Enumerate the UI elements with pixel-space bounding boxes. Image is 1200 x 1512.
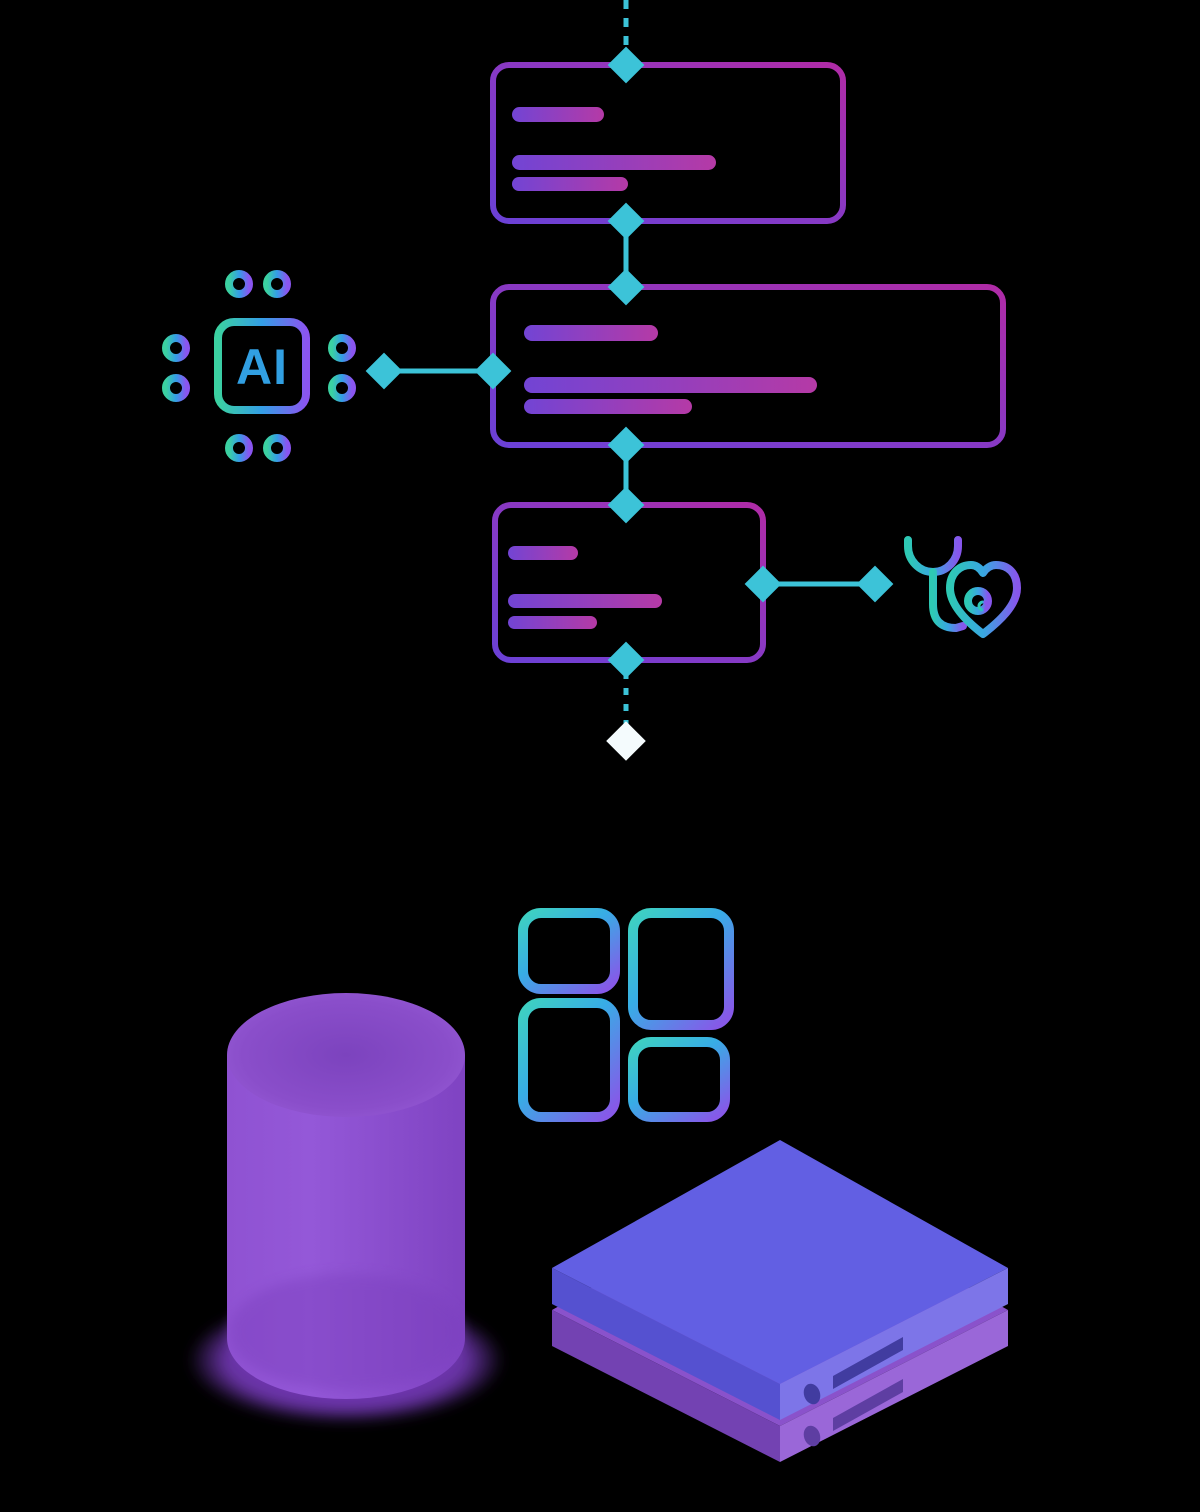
stethoscope-heart-icon [901, 515, 1021, 638]
stethoscope-u-tube [904, 536, 962, 576]
connector-diamonds [365, 46, 894, 679]
server-top-screw-hole [803, 1383, 821, 1405]
server-bottom-screw-hole [803, 1425, 821, 1447]
node3-line-3 [508, 616, 597, 629]
diamond-med-end [856, 565, 894, 603]
diamond-node3-right [744, 565, 782, 603]
cylinder-bottom-shade [229, 1274, 463, 1390]
grid-tile-bottom-right [628, 1037, 730, 1122]
diamond-node1-top [607, 46, 645, 84]
server-top-top-face [552, 1140, 1008, 1384]
node1-line-3 [512, 177, 628, 191]
node3-line-2 [508, 594, 662, 608]
cylinder-top [227, 993, 465, 1117]
diamond-node3-top [607, 486, 645, 524]
grid-icon [518, 908, 734, 1122]
ai-chip-icon [162, 270, 356, 462]
ai-pin-right-top-node [328, 334, 356, 362]
flow-node-step-1 [490, 62, 846, 224]
grid-tile-top-left [518, 908, 620, 994]
diamond-node2-bottom [607, 426, 645, 464]
server-top-vent-slot [833, 1337, 903, 1389]
ai-chip-body [214, 318, 310, 414]
diamond-node2-left [474, 352, 512, 390]
stethoscope-chestpiece-dot [977, 600, 989, 612]
diamond-node2-top [607, 268, 645, 306]
grid-tile-bottom-left [518, 998, 620, 1122]
diamond-flow-terminal [606, 721, 646, 761]
stethoscope-tube [929, 568, 967, 632]
heart-outline [946, 561, 1021, 638]
flow-node-step-2 [490, 284, 1006, 448]
server-slab-top [552, 1140, 1008, 1420]
grid-tile-top-right [628, 908, 734, 1030]
node2-line-2 [524, 377, 817, 393]
node2-line-3 [524, 399, 692, 414]
diamond-node1-bottom [607, 202, 645, 240]
ai-pin-right-bottom-node [328, 374, 356, 402]
flow-node-step-3 [492, 502, 766, 663]
server-bottom-left-face [552, 1310, 780, 1462]
node2-line-1 [524, 325, 658, 341]
diamond-node3-bottom [607, 641, 645, 679]
node1-line-1 [512, 107, 604, 122]
server-bottom-vent-slot [833, 1379, 903, 1431]
ai-chip-label: AI [236, 339, 288, 395]
stethoscope-chestpiece [964, 587, 992, 615]
placeholder-text-bars [508, 107, 817, 629]
database-cylinder [188, 993, 504, 1424]
server-top-left-face [552, 1268, 780, 1420]
diamond-ai-end [365, 352, 403, 390]
server-stack [552, 1140, 1008, 1462]
flow-connectors [384, 0, 875, 726]
node3-line-1 [508, 546, 578, 560]
node1-line-2 [512, 155, 716, 170]
